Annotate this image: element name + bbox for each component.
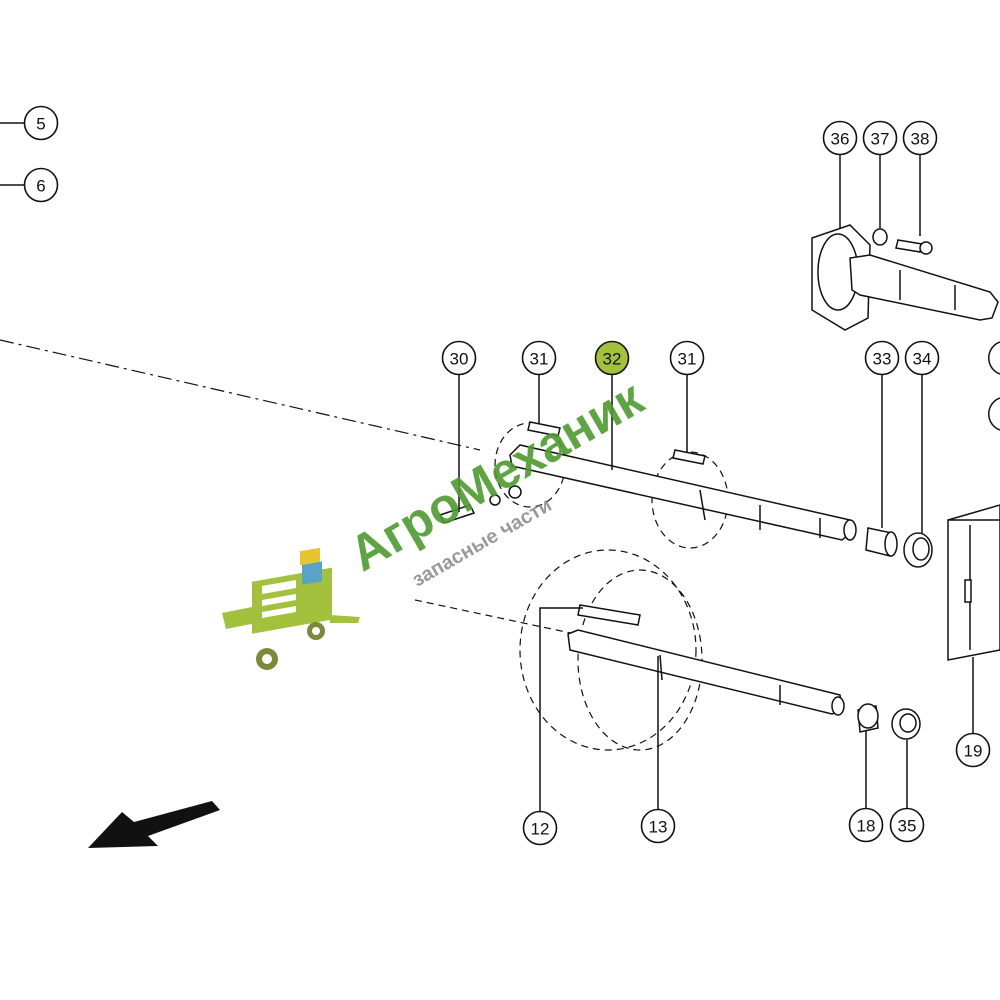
seal-35 (891, 708, 921, 740)
direction-arrow-icon (88, 801, 220, 848)
callout-33: 33 (864, 340, 900, 376)
callout-19: 19 (955, 732, 991, 768)
callout-18: 18 (848, 807, 884, 843)
callout-label: 38 (911, 130, 930, 149)
main-axis-line (0, 339, 481, 451)
combine-harvester-logo (222, 547, 360, 670)
housing-19 (947, 504, 1000, 661)
callout-5: 5 (23, 105, 59, 141)
callout-label: 12 (531, 820, 550, 839)
callout-label: 5 (36, 115, 45, 134)
partial-callout-1 (988, 341, 1000, 375)
callout-31: 31 (669, 340, 705, 376)
shaft-assembly-32 (438, 421, 857, 549)
callout-label: 30 (450, 350, 469, 369)
callout-36: 36 (822, 120, 858, 156)
seal-34 (903, 532, 933, 568)
callout-31: 31 (521, 340, 557, 376)
callout-group: 5 6 30 31 32 31 33 34 36 37 38 19 12 13 18 35 (23, 105, 991, 846)
bushing-18 (857, 703, 879, 733)
callout-label: 13 (649, 818, 668, 837)
callout-38: 38 (902, 120, 938, 156)
callout-label: 31 (530, 350, 549, 369)
callout-label: 36 (831, 130, 850, 149)
callout-34: 34 (904, 340, 940, 376)
callout-label: 18 (857, 817, 876, 836)
bushing-33 (865, 527, 898, 557)
callout-label: 32 (603, 350, 622, 369)
leader-lines (458, 154, 974, 812)
flange-shaft (811, 224, 999, 331)
callout-37: 37 (862, 120, 898, 156)
callout-32: 32 (594, 340, 630, 376)
callout-label: 35 (898, 817, 917, 836)
callout-13: 13 (640, 808, 676, 844)
callout-30: 30 (441, 340, 477, 376)
callout-label: 37 (871, 130, 890, 149)
callout-6: 6 (23, 167, 59, 203)
partial-callout-2 (988, 397, 1000, 431)
callout-label: 6 (36, 177, 45, 196)
callout-label: 19 (964, 742, 983, 761)
callout-label: 33 (873, 350, 892, 369)
lower-axis-line (414, 599, 581, 636)
callout-label: 34 (913, 350, 932, 369)
callout-35: 35 (889, 807, 925, 843)
callout-label: 31 (678, 350, 697, 369)
pulley-13 (519, 549, 845, 751)
callout-12: 12 (522, 810, 558, 846)
